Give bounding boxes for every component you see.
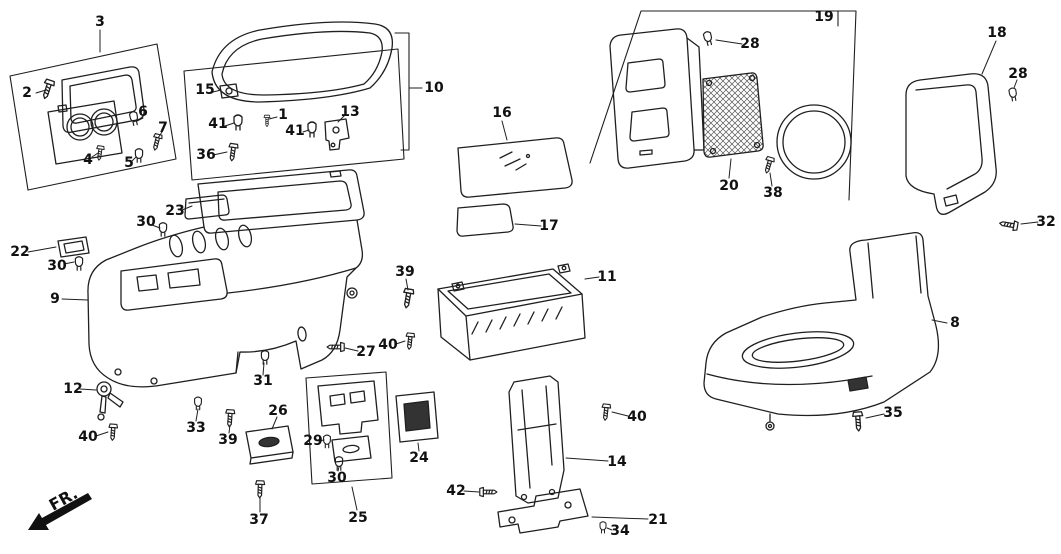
console-lock xyxy=(96,381,124,421)
bracket-assembly xyxy=(317,380,379,463)
screw-part-7 xyxy=(150,132,164,152)
rear-panel xyxy=(609,28,705,169)
bolt-part-40a xyxy=(404,332,416,351)
armrest-lid xyxy=(211,21,394,103)
rear-armrest xyxy=(905,73,997,215)
gasket-ring xyxy=(776,104,852,180)
clip-part-28a xyxy=(702,30,714,47)
group-boundaries xyxy=(9,10,857,485)
screw-part-37 xyxy=(254,480,266,499)
front-direction-label: FR. xyxy=(46,484,81,515)
clip-part-34 xyxy=(599,521,607,534)
clip-part-41a xyxy=(233,114,243,131)
floor-bracket xyxy=(497,488,589,534)
speaker-grille xyxy=(702,72,764,158)
screw-part-32 xyxy=(998,217,1019,232)
rear-console xyxy=(703,232,940,431)
bolt-part-42 xyxy=(479,486,498,498)
clip-part-28b xyxy=(1008,86,1019,102)
screw-part-38 xyxy=(761,155,776,175)
leader-lines xyxy=(27,29,1039,531)
front-direction-arrow: FR. xyxy=(28,484,92,530)
pin-part-1 xyxy=(263,114,271,127)
clips xyxy=(74,30,1019,534)
screw-part-36 xyxy=(226,142,240,163)
switch-blank xyxy=(57,236,90,258)
ashtray-part xyxy=(245,425,294,465)
screw-part-39a xyxy=(400,287,415,310)
armrest-latch xyxy=(219,83,350,151)
screw-part-27 xyxy=(326,341,345,353)
small-pad xyxy=(456,203,514,237)
bolt-part-4 xyxy=(94,145,106,162)
cup-holder-assembly xyxy=(47,66,145,165)
rear-bracket xyxy=(508,375,565,504)
bolt-part-40b xyxy=(107,423,119,442)
clip-part-30b xyxy=(74,256,84,271)
storage-box xyxy=(437,263,586,361)
clip-part-30a xyxy=(158,222,168,237)
screw-part-2 xyxy=(39,78,56,101)
tray-part xyxy=(184,194,230,220)
console-body xyxy=(87,169,365,388)
bolt-part-35 xyxy=(851,411,865,432)
switch-panel xyxy=(395,391,439,443)
clip-part-31 xyxy=(260,350,270,365)
clip-part-41b xyxy=(307,121,317,138)
clip-part-5 xyxy=(134,148,144,163)
clip-part-29 xyxy=(323,434,331,449)
console-lid-pad xyxy=(457,137,573,198)
bolt-part-40c xyxy=(600,403,612,422)
clip-part-6 xyxy=(128,110,140,127)
clip-part-33 xyxy=(194,396,202,411)
